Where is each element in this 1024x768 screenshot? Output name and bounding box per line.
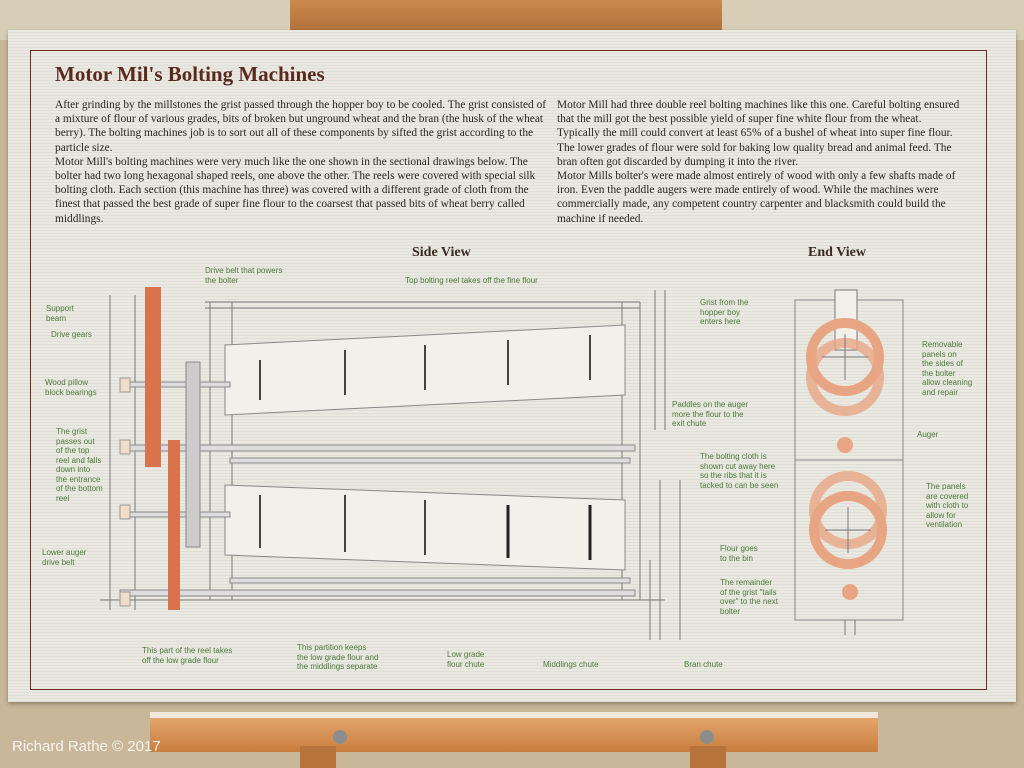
end-view-heading: End View (808, 245, 866, 260)
label-grist-from: Grist from the hopper boy enters here (700, 298, 749, 326)
label-flour-goes: Flour goes to the bin (720, 544, 758, 563)
bottom-reel (224, 484, 626, 571)
side-view-heading: Side View (412, 245, 471, 260)
bolt-icon (700, 730, 714, 744)
label-reel-low-grade: This part of the reel takes off the low … (142, 646, 233, 665)
label-drive-belt: Drive belt that powers the bolter (205, 266, 283, 285)
photo-watermark: Richard Rathe © 2017 (12, 738, 161, 755)
label-removable-panels: Removable panels on the sides of the bol… (922, 340, 973, 397)
paragraph: Motor Mill's bolting machines were very … (55, 155, 536, 225)
right-text-column: Motor Mill had three double reel bolting… (557, 98, 962, 226)
label-grist-passes: The grist passes out of the top reel and… (56, 427, 103, 503)
label-support-beam: Support beam (46, 304, 75, 323)
label-bolting-cloth: The bolting cloth is shown cut away here… (700, 452, 779, 490)
label-low-grade-chute: Low grade flour chute (447, 650, 485, 669)
left-text-column: After grinding by the millstones the gri… (55, 98, 550, 226)
top-reel (224, 324, 626, 416)
label-panels-cloth: The panels are covered with cloth to all… (926, 482, 969, 529)
label-paddles: Paddles on the auger more the flour to t… (672, 400, 749, 428)
bolt-icon (333, 730, 347, 744)
label-lower-auger: Lower auger drive belt (42, 548, 87, 567)
label-middlings-chute: Middlings chute (543, 660, 599, 669)
easel-shelf (150, 712, 878, 752)
pillow-blocks (119, 377, 131, 607)
label-auger: Auger (917, 430, 939, 439)
label-remainder: The remainder of the grist "tails over" … (720, 578, 778, 616)
easel-leg (690, 746, 726, 768)
label-bran-chute: Bran chute (684, 660, 723, 669)
wooden-top-bracket (290, 0, 722, 32)
drive-belt (145, 287, 161, 467)
drive-gear (185, 361, 201, 548)
end-view (794, 289, 904, 635)
sign-border (30, 50, 987, 690)
paragraph: Motor Mill had three double reel bolting… (557, 99, 960, 168)
label-top-reel: Top bolting reel takes off the fine flou… (405, 276, 538, 285)
label-partition: This partition keeps the low grade flour… (297, 643, 379, 671)
paragraph: Motor Mills bolter's were made almost en… (557, 170, 956, 225)
lower-auger-drive-belt (168, 440, 180, 610)
label-drive-gears: Drive gears (51, 330, 92, 339)
paragraph: After grinding by the millstones the gri… (55, 99, 547, 154)
sign-title: Motor Mil's Bolting Machines (55, 62, 325, 86)
label-pillow-block: Wood pillow block bearings (45, 378, 97, 397)
easel-leg (300, 746, 336, 768)
